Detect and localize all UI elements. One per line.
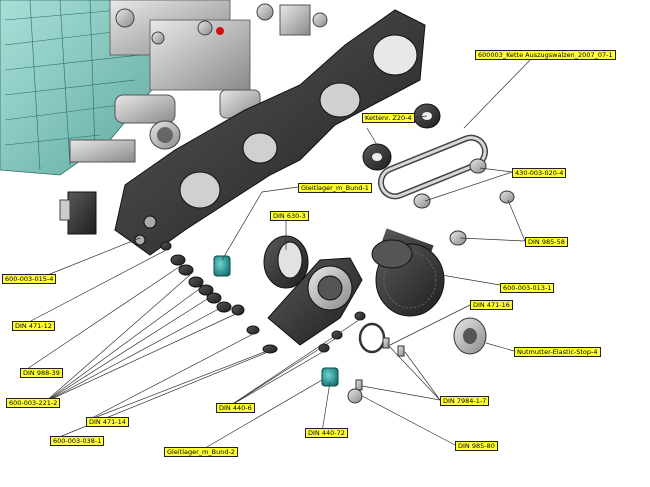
red-marker [216,27,224,35]
label-din-471-16[interactable]: DIN 471-16 [470,300,513,310]
fitting-cap [312,12,328,28]
teal-bushing-2 [321,367,339,387]
chain [377,134,489,200]
bolt-head [151,31,165,45]
washer [413,193,431,209]
cylinder [114,94,176,124]
plate-hole [179,171,221,209]
label-din-630-3[interactable]: DIN 630-3 [270,211,309,221]
shaft-bracket [69,139,136,163]
leader-lines [23,57,533,452]
label-600-003-038-1[interactable]: 600-003-038-1 [50,436,105,446]
label-din-471-14[interactable]: DIN 471-14 [86,417,129,427]
bearing-housing [267,257,363,346]
label-gleitlager-bund-1[interactable]: Gleitlager_m_Bund-1 [298,183,372,193]
label-gleitlager-bund-2[interactable]: Gleitlager_m_Bund-2 [164,447,238,457]
bolt-head [256,3,274,21]
plate-hole [372,34,418,76]
label-600-003-013-1[interactable]: 600-003-013-1 [500,283,555,293]
fitting [279,4,311,36]
label-600-003-015-4[interactable]: 600-003-015-4 [2,274,57,284]
label-din-440-72[interactable]: DIN 440-72 [305,428,348,438]
label-din-985-58[interactable]: DIN 985-58 [525,237,568,247]
label-din-7984-1-7[interactable]: DIN 7984-1-7 [440,396,490,406]
label-din-985-80[interactable]: DIN 985-80 [455,441,498,451]
label-430-003-020-4[interactable]: 430-003-020-4 [512,168,567,178]
label-kettenr[interactable]: Kettenr. Z20-4 [362,113,415,123]
label-chain-part[interactable]: 600003_Kette Auszugswalzen_2007_07-1 [475,50,616,60]
label-din-988-39[interactable]: DIN 988-39 [20,368,63,378]
drive-assembly [0,0,328,235]
label-din-440-6[interactable]: DIN 440-6 [216,403,255,413]
washer [469,158,487,174]
plate-bolt [143,215,157,229]
sensor-clip [59,199,71,221]
nut-985-80 [347,388,363,404]
sprocket-bore [372,153,382,161]
plate-hole [242,132,278,164]
din-630-ring [263,235,309,289]
elastic-stop-nut [453,317,487,355]
sensor-block [67,191,97,235]
plate-bolt [134,234,146,246]
bolt-head [197,20,213,36]
hex-nut [499,190,515,204]
teal-housing-ribs [4,0,141,171]
large-gear [371,228,445,317]
plate-hole [319,82,361,118]
cylinder-bore [157,127,173,143]
side-plate [114,9,426,256]
label-nutmutter[interactable]: Nutmutter-Elastic-Stop-4 [514,347,601,357]
label-600-003-221-2[interactable]: 600-003-221-2 [6,398,61,408]
retaining-ring [358,322,386,354]
bolt-head [115,8,135,28]
teal-bushing-1 [213,255,231,277]
label-din-471-12[interactable]: DIN 471-12 [12,321,55,331]
